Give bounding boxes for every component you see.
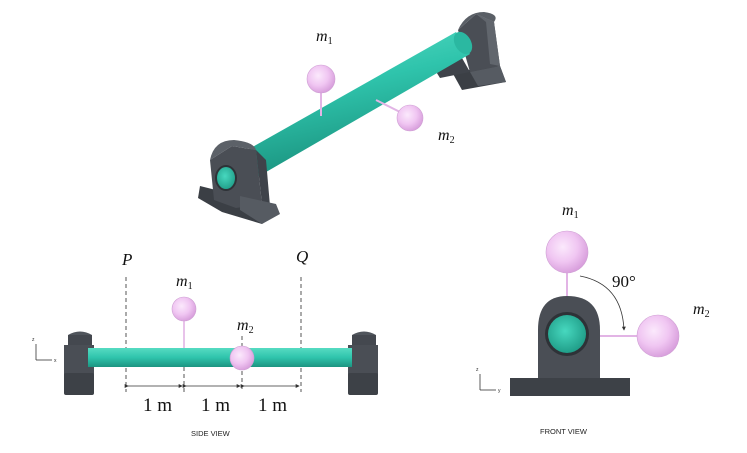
far-bearing-block	[430, 12, 506, 90]
dimension-label-1: 1 m	[143, 395, 172, 416]
m2-label-iso: m2	[438, 127, 455, 146]
side-axis-x: x	[54, 358, 57, 364]
bearing-base-front	[510, 378, 630, 396]
m1-mass-iso	[306, 64, 336, 94]
near-bearing-block	[198, 140, 280, 224]
front-view-caption: FRONT VIEW	[540, 427, 588, 436]
m2-mass-iso	[396, 104, 424, 132]
front-axis-z: z	[476, 367, 479, 373]
front-axis-y: y	[498, 388, 501, 394]
shaft-side	[88, 348, 352, 367]
plane-q-label: Q	[296, 247, 308, 266]
right-bearing-side	[348, 331, 378, 395]
angle-label: 90°	[612, 272, 636, 291]
m1-label-front: m1	[562, 202, 579, 221]
m2-mass-side	[229, 345, 255, 371]
front-view: 90° z y m1 m2 FRONT VIEW	[476, 202, 710, 436]
side-view-caption: SIDE VIEW	[191, 429, 231, 438]
m1-label-side: m1	[176, 273, 193, 292]
front-axis-triad	[479, 374, 496, 391]
dimension-label-2: 1 m	[201, 395, 230, 416]
isometric-view: m1 m2	[198, 12, 506, 224]
m2-label-front: m2	[693, 301, 710, 320]
shaft-iso	[226, 32, 470, 186]
m1-mass-side	[171, 296, 197, 322]
near-bore	[215, 165, 237, 191]
m1-mass-front	[545, 230, 589, 274]
angle-arc	[579, 275, 626, 331]
shaft-end-front	[548, 315, 586, 353]
dimension-label-3: 1 m	[258, 395, 287, 416]
m1-label-iso: m1	[316, 28, 333, 47]
side-axis-triad	[35, 344, 52, 361]
plane-p-label: P	[121, 250, 132, 269]
m2-label-side: m2	[237, 317, 254, 336]
side-view: z x P Q m1 m2 1 m 1 m 1 m SIDE VIEW	[32, 247, 378, 438]
m2-mass-front	[636, 314, 680, 358]
side-axis-z: z	[32, 337, 35, 343]
